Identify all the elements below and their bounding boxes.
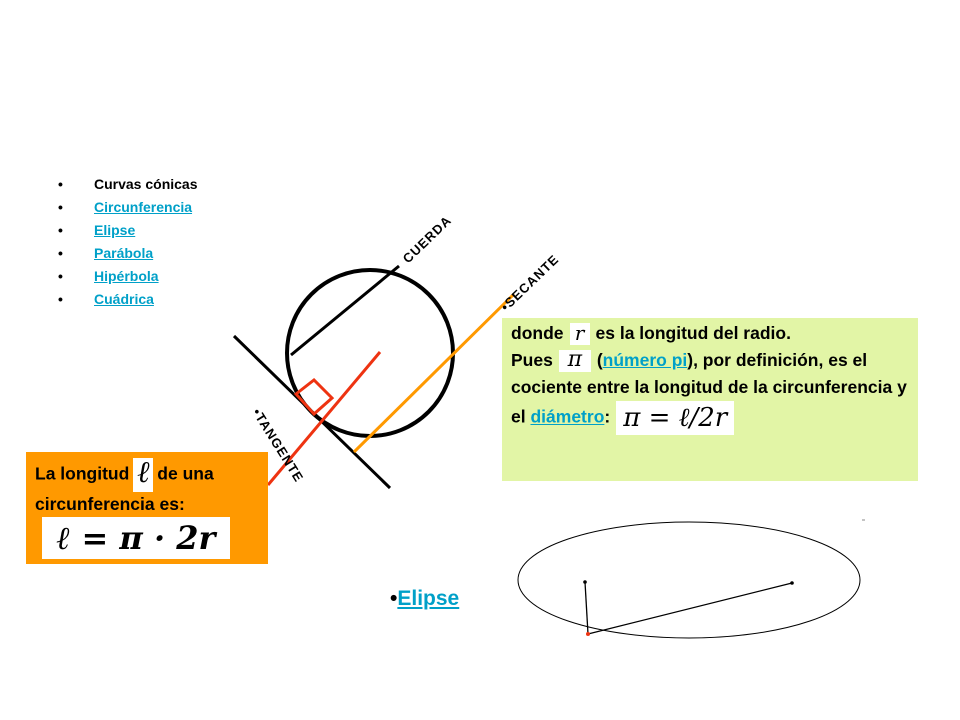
bullet: •: [58, 245, 63, 261]
nav-item-label: Curvas cónicas: [94, 176, 198, 192]
focus-segment-2: [587, 582, 793, 635]
bullet: •: [390, 587, 398, 610]
right-angle-marker: [293, 378, 335, 417]
radius-symbol: r: [569, 323, 590, 346]
nav-item-circunferencia[interactable]: • Circunferencia: [58, 196, 198, 219]
open-paren: (: [596, 350, 603, 370]
diameter-link[interactable]: diámetro: [530, 406, 605, 427]
focus-point-2: [790, 581, 794, 585]
nav-link-elipse[interactable]: Elipse: [94, 222, 136, 238]
nav-item-elipse[interactable]: • Elipse: [58, 219, 198, 242]
bullet: •: [58, 222, 63, 238]
bullet: •: [58, 291, 63, 307]
cuerda-label: CUERDA: [400, 213, 455, 267]
bullet: •: [58, 268, 63, 284]
nav-item-parabola[interactable]: • Parábola: [58, 242, 198, 265]
bullet: •: [58, 176, 63, 192]
pi-link[interactable]: número pi: [602, 350, 688, 370]
pues-text: Pues: [511, 350, 553, 370]
ellipse-link-item[interactable]: •Elipse: [390, 586, 459, 612]
chord-line: [290, 264, 400, 357]
length-formula: ℓ = π · 2r: [42, 517, 230, 559]
pi-symbol: π: [558, 349, 591, 373]
length-symbol: ℓ: [133, 458, 154, 492]
secante-label: •SECANTE: [498, 251, 562, 314]
nav-link-hiperbola[interactable]: Hipérbola: [94, 268, 159, 284]
nav-link-circunferencia[interactable]: Circunferencia: [94, 199, 193, 215]
ellipse-point: [586, 632, 590, 636]
nav-item-cuadrica[interactable]: • Cuádrica: [58, 288, 198, 311]
donde-text: donde: [511, 323, 564, 343]
nav-link-cuadrica[interactable]: Cuádrica: [94, 291, 154, 307]
secant-line: [352, 292, 516, 454]
nav-item-curvas-conicas: • Curvas cónicas: [58, 173, 198, 196]
radius-text: es la longitud del radio.: [595, 323, 791, 343]
focus-point-1: [583, 580, 587, 584]
ellipse-link[interactable]: Elipse: [397, 587, 460, 610]
radius-line: [266, 351, 382, 486]
pi-definition-text: ), por definición, es el cociente entre …: [511, 350, 907, 427]
focus-segment-1: [584, 581, 589, 635]
bullet: •: [58, 199, 63, 215]
pi-formula: π = ℓ/2r: [616, 401, 735, 435]
length-prefix: La longitud: [35, 463, 130, 484]
nav-link-parabola[interactable]: Parábola: [94, 245, 154, 261]
ellipse: [517, 521, 861, 639]
length-suffix: de una circunferencia es:: [35, 463, 214, 514]
nav-item-hiperbola[interactable]: • Hipérbola: [58, 265, 198, 288]
nav-list: •Curvas cónicas •Circunferencia •Elipse …: [58, 173, 198, 311]
colon: :: [604, 406, 611, 427]
